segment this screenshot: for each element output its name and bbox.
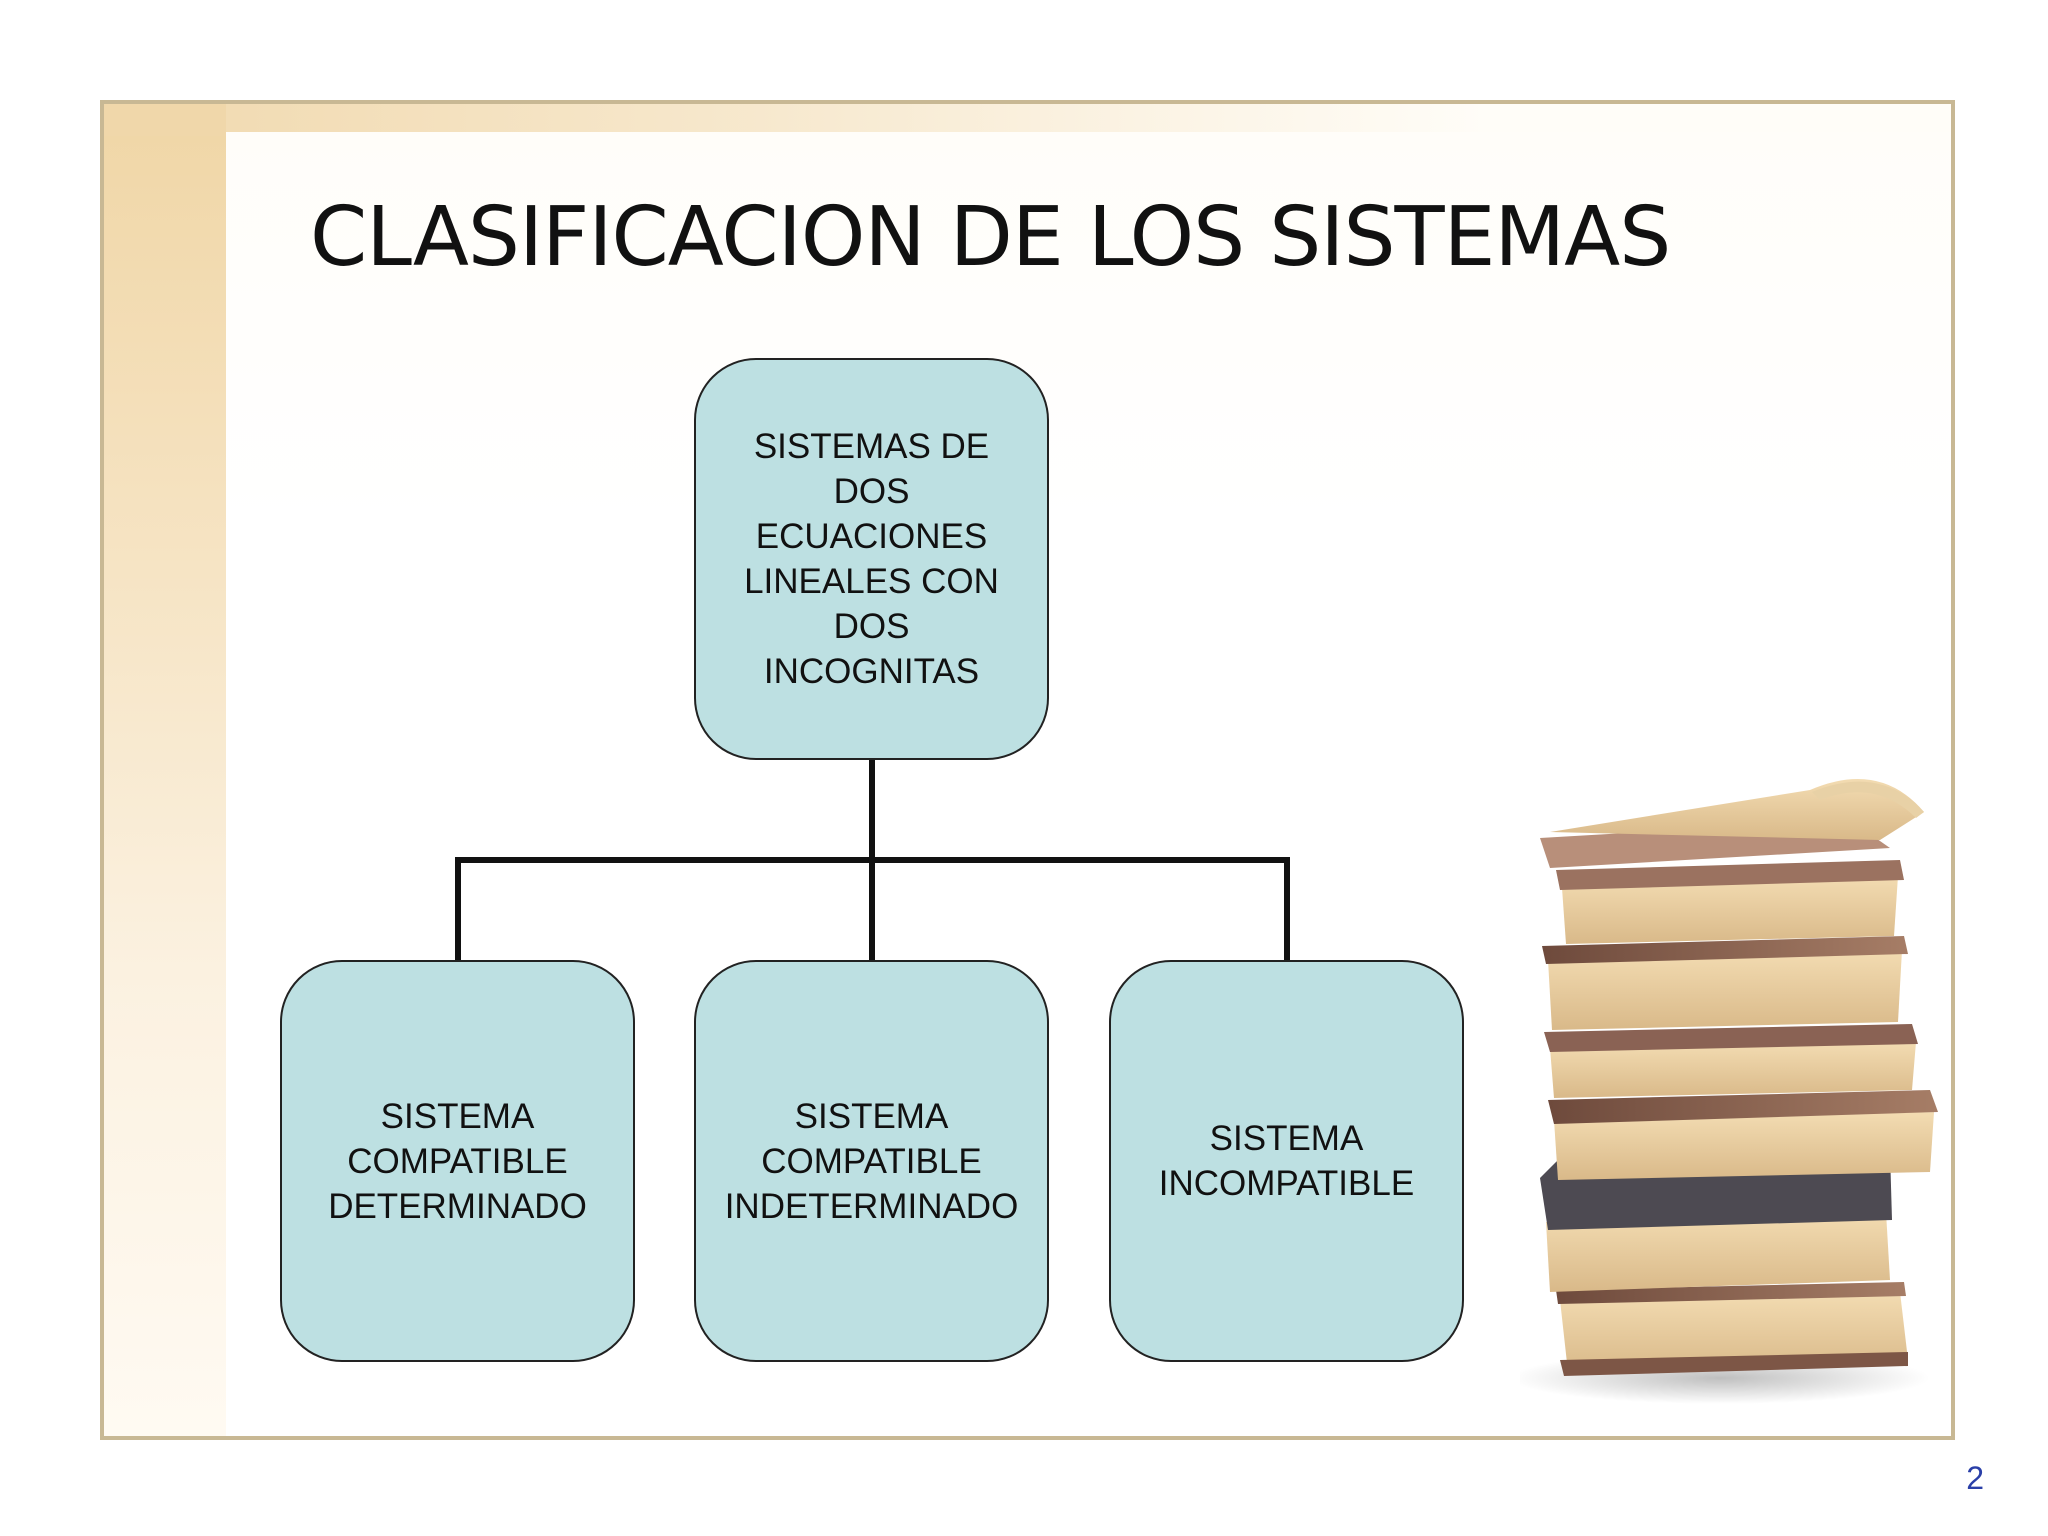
child-node-compatible-indeterminado: SISTEMA COMPATIBLE INDETERMINADO [694, 960, 1049, 1362]
page-number: 2 [1966, 1460, 1984, 1496]
child-node-incompatible: SISTEMA INCOMPATIBLE [1109, 960, 1464, 1362]
child-node-label: SISTEMA COMPATIBLE DETERMINADO [328, 1096, 587, 1226]
root-node-label: SISTEMAS DE DOS ECUACIONES LINEALES CON … [744, 427, 999, 691]
books-stack-image [1520, 779, 1938, 1404]
child-node-compatible-determinado: SISTEMA COMPATIBLE DETERMINADO [280, 960, 635, 1362]
child-node-label: SISTEMA INCOMPATIBLE [1158, 1119, 1415, 1203]
root-node: SISTEMAS DE DOS ECUACIONES LINEALES CON … [694, 358, 1049, 760]
page-title: CLASIFICACION DE LOS SISTEMAS [310, 190, 1671, 285]
child-node-label: SISTEMA COMPATIBLE INDETERMINADO [724, 1096, 1019, 1226]
